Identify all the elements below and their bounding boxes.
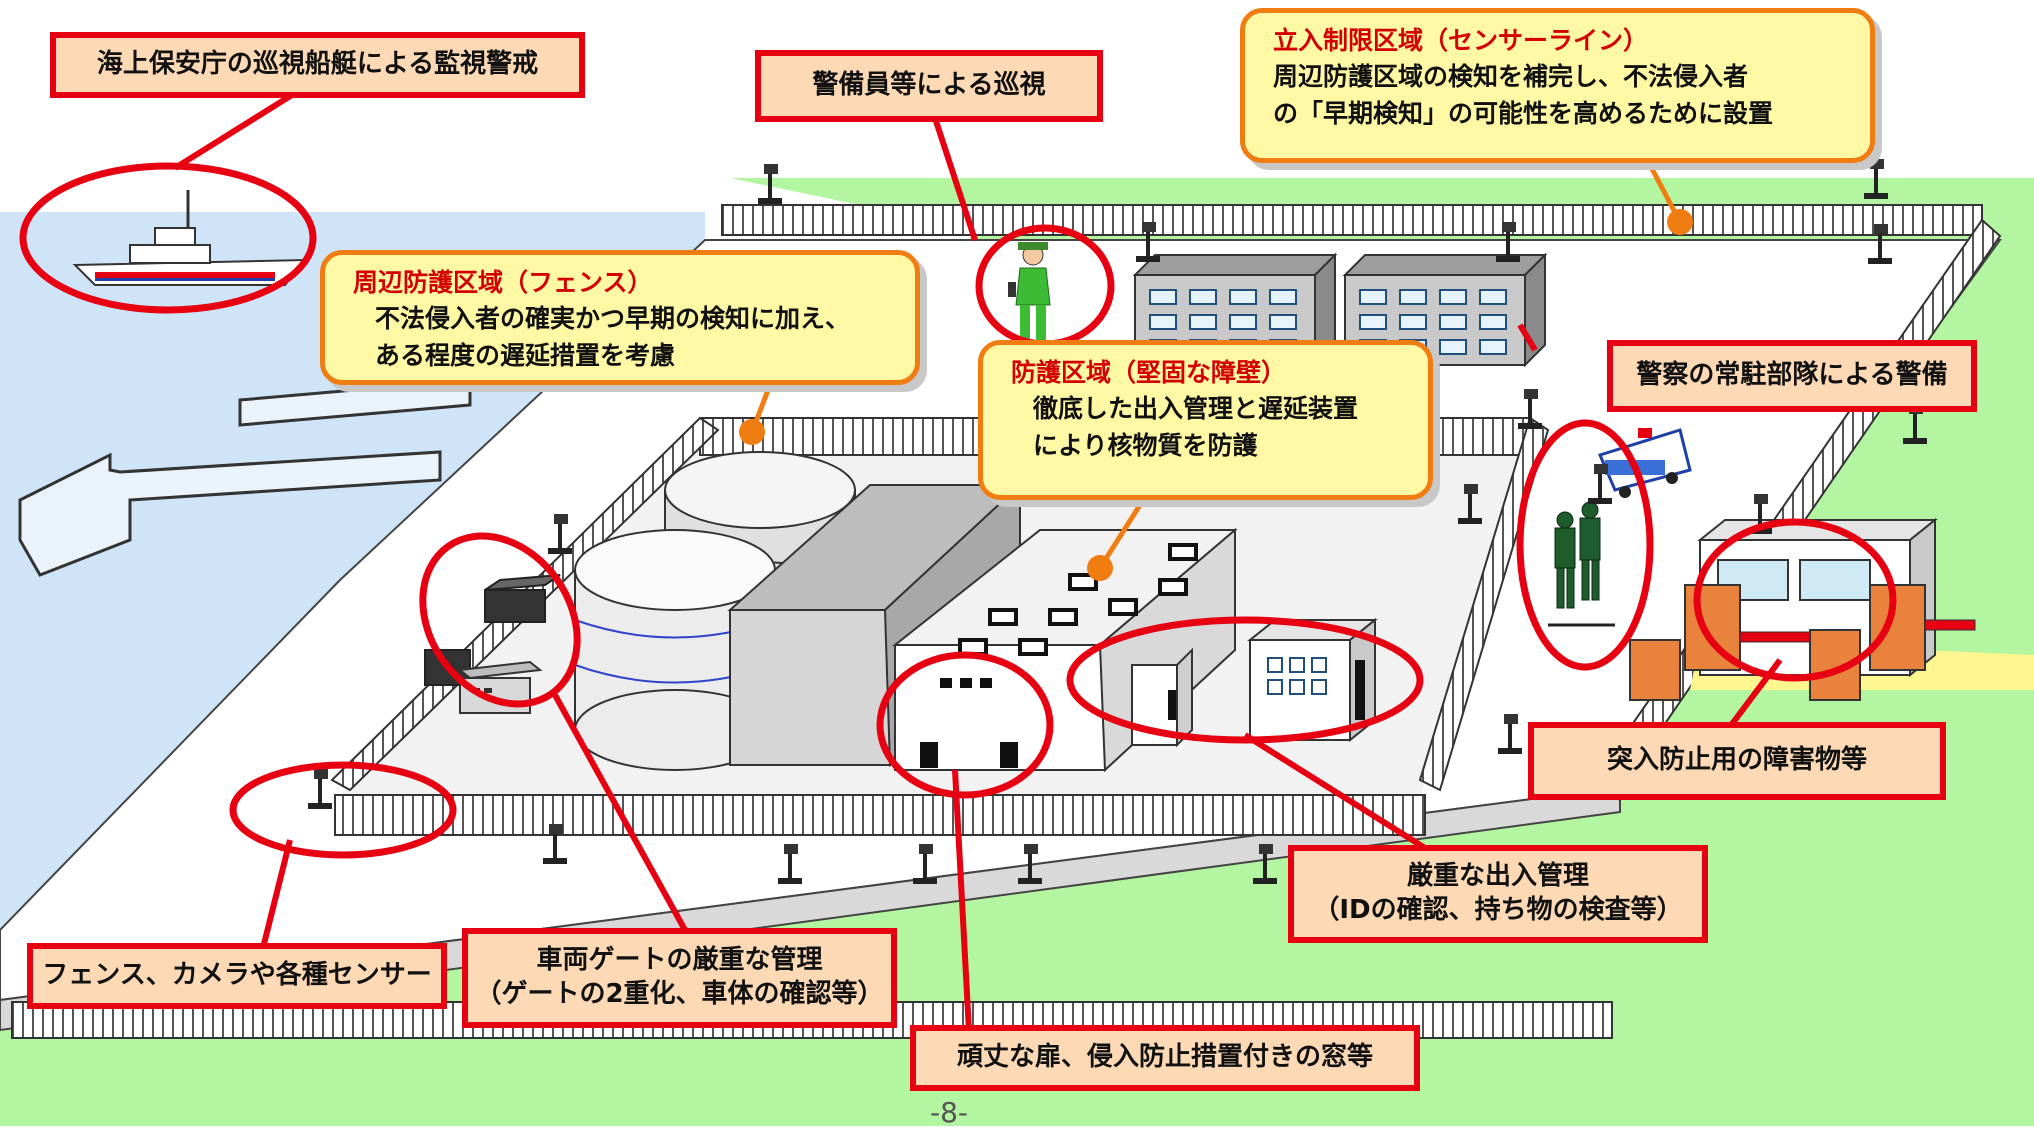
access-control-building	[1131, 617, 1378, 748]
security-camera-icon	[758, 164, 782, 204]
protected-zone-desc-1: 徹底した出入管理と遅延装置	[1033, 394, 1359, 424]
security-camera-icon	[778, 844, 802, 884]
security-camera-icon	[543, 824, 567, 864]
office-window	[1479, 314, 1507, 330]
access-window	[1267, 679, 1283, 695]
roof-vent	[1108, 598, 1138, 616]
sea	[0, 212, 705, 930]
security-camera-icon	[1018, 844, 1042, 884]
inner-fence-front	[334, 794, 1426, 836]
office-window	[1149, 289, 1177, 305]
office-window	[1479, 289, 1507, 305]
access-building-windows	[1267, 657, 1327, 695]
pier	[238, 378, 472, 427]
security-camera-icon	[1868, 224, 1892, 264]
callout-police-unit: 警察の常駐部隊による警備	[1607, 340, 1977, 412]
zone-sensor-line: 立入制限区域（センサーライン） 周辺防護区域の検知を補完し、不法侵入者 の「早期…	[1240, 8, 1875, 163]
access-control-line-1: 厳重な出入管理	[1406, 861, 1589, 892]
callout-access-control: 厳重な出入管理 （IDの確認、持ち物の検査等）	[1288, 845, 1708, 943]
breakwater	[18, 450, 442, 577]
office-window	[1359, 289, 1387, 305]
fence-back	[721, 204, 1983, 236]
security-guard-icon	[1008, 242, 1051, 340]
office-window	[1399, 289, 1427, 305]
roof-vent	[1168, 543, 1198, 561]
callout-fence-camera: フェンス、カメラや各種センサー	[27, 943, 447, 1009]
protected-zone-title: 防護区域（堅固な障壁）	[1011, 358, 1287, 387]
security-camera-icon	[1518, 389, 1542, 429]
armed-police-icon	[1548, 501, 1615, 627]
protected-zone-desc-2: により核物質を防護	[1033, 430, 1258, 460]
callout-barriers: 突入防止用の障害物等	[1528, 722, 1946, 800]
security-camera-icon	[1496, 222, 1520, 262]
access-window	[1311, 679, 1327, 695]
perimeter-zone-title: 周辺防護区域（フェンス）	[353, 268, 653, 297]
security-camera-icon	[1458, 484, 1482, 524]
roof-vents	[958, 543, 1198, 656]
zone-protected: 防護区域（堅固な障壁） 徹底した出入管理と遅延装置 により核物質を防護	[978, 340, 1433, 500]
office-window	[1479, 339, 1507, 355]
security-camera-icon	[913, 844, 937, 884]
callout-coast-guard: 海上保安庁の巡視船艇による監視警戒	[50, 32, 585, 98]
sensor-zone-title: 立入制限区域（センサーライン）	[1273, 26, 1649, 55]
office-window	[1189, 289, 1217, 305]
office-window	[1359, 314, 1387, 330]
office-window	[1149, 314, 1177, 330]
perimeter-zone-desc-2: ある程度の遅延措置を考慮	[375, 340, 676, 370]
access-control-line-2: （IDの確認、持ち物の検査等）	[1313, 895, 1683, 925]
perimeter-zone-desc-1: 不法侵入者の確実かつ早期の検知に加え、	[375, 304, 851, 334]
access-window	[1289, 679, 1305, 695]
roof-vent	[1048, 608, 1078, 626]
callout-guard-patrol: 警備員等による巡視	[755, 50, 1103, 122]
office-window	[1229, 289, 1257, 305]
sensor-zone-desc-2: の「早期検知」の可能性を高めるために設置	[1273, 98, 1774, 128]
roof-vent	[1018, 638, 1048, 656]
zone-perimeter: 周辺防護区域（フェンス） 不法侵入者の確実かつ早期の検知に加え、 ある程度の遅延…	[320, 250, 920, 385]
security-camera-icon	[1588, 464, 1612, 504]
office-window	[1439, 314, 1467, 330]
zone-markers	[739, 163, 1693, 581]
office-window	[1439, 289, 1467, 305]
sensor-posts	[308, 159, 1927, 884]
office-window	[1229, 314, 1257, 330]
office-window	[1399, 314, 1427, 330]
access-window	[1289, 657, 1305, 673]
callout-sturdy-doors: 頑丈な扉、侵入防止措置付きの窓等	[910, 1025, 1420, 1091]
vehicle-gate-line-2: （ゲートの2重化、車体の確認等）	[475, 979, 884, 1009]
security-camera-icon	[1253, 844, 1277, 884]
roof-vent	[988, 608, 1018, 626]
highlight-circles	[19, 162, 1897, 859]
callout-vehicle-gate: 車両ゲートの厳重な管理 （ゲートの2重化、車体の確認等）	[462, 928, 897, 1028]
roof-vent	[1158, 578, 1188, 596]
patrol-ship-icon	[72, 190, 308, 286]
gate-barrier	[1629, 584, 1976, 701]
building-doors	[920, 678, 1018, 768]
roof-vent	[1068, 573, 1098, 591]
office-window	[1269, 289, 1297, 305]
office-window	[1189, 314, 1217, 330]
vehicle-gate-line-1: 車両ゲートの厳重な管理	[536, 945, 823, 976]
sensor-zone-desc-1: 周辺防護区域の検知を補完し、不法侵入者	[1273, 62, 1749, 92]
office-window	[1439, 339, 1467, 355]
security-camera-icon	[548, 514, 572, 554]
office-window	[1269, 314, 1297, 330]
security-camera-icon	[308, 769, 332, 809]
security-camera-icon	[1498, 714, 1522, 754]
page-number: -8-	[930, 1096, 969, 1129]
access-window	[1311, 657, 1327, 673]
access-window	[1267, 657, 1283, 673]
security-camera-icon	[1864, 159, 1888, 199]
security-camera-icon	[1136, 222, 1160, 262]
